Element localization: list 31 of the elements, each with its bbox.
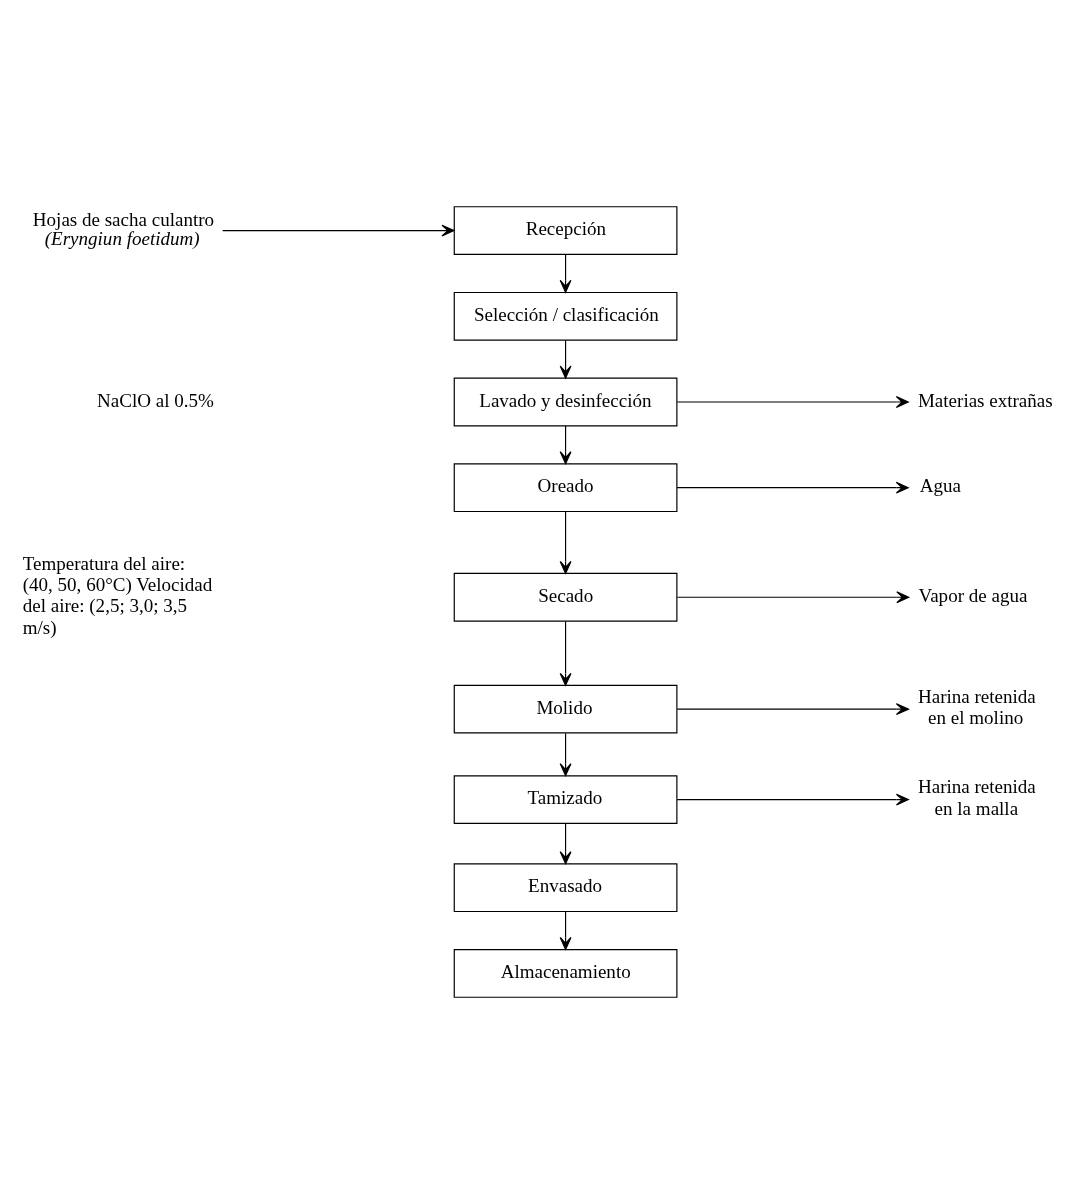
node-text: Harina retenida en el molino bbox=[917, 685, 1036, 728]
node-box: Recepción bbox=[453, 205, 678, 255]
arrow bbox=[222, 224, 455, 237]
arrow bbox=[559, 732, 572, 776]
label: Temperatura del aire: (40, 50, 60°C) Velocidad del aire: (2,5; 3,0; 3,5 m/s) bbox=[22, 552, 213, 638]
arrow bbox=[559, 253, 572, 293]
arrow bbox=[559, 620, 572, 686]
arrow bbox=[676, 702, 909, 715]
node-text: Materias extrañas bbox=[917, 389, 1053, 411]
arrow bbox=[559, 339, 572, 379]
node-box: Selección / clasificación bbox=[453, 291, 678, 341]
arrow bbox=[559, 424, 572, 464]
arrow bbox=[559, 822, 572, 864]
node-box: Tamizado bbox=[453, 774, 678, 824]
node-box: Secado bbox=[453, 572, 678, 622]
arrow bbox=[559, 910, 572, 950]
node-text: Harina retenida en la malla bbox=[917, 775, 1036, 819]
arrow bbox=[676, 590, 910, 603]
label: NaClO al 0.5% bbox=[97, 389, 214, 411]
arrow bbox=[559, 510, 572, 574]
node-box: Almacenamiento bbox=[453, 948, 678, 998]
arrow bbox=[676, 395, 909, 408]
node-box: Lavado y desinfección bbox=[453, 377, 678, 426]
node-box: Oreado bbox=[453, 462, 678, 512]
arrow bbox=[676, 793, 909, 806]
node-text: Agua bbox=[919, 474, 961, 496]
node-box: Molido bbox=[453, 684, 678, 734]
node-text: Hojas de sacha culantro (Eryngiun foetidum) bbox=[32, 208, 215, 249]
node-text: Vapor de agua bbox=[918, 584, 1028, 606]
node-box: Envasado bbox=[453, 862, 678, 912]
arrow bbox=[676, 481, 909, 494]
